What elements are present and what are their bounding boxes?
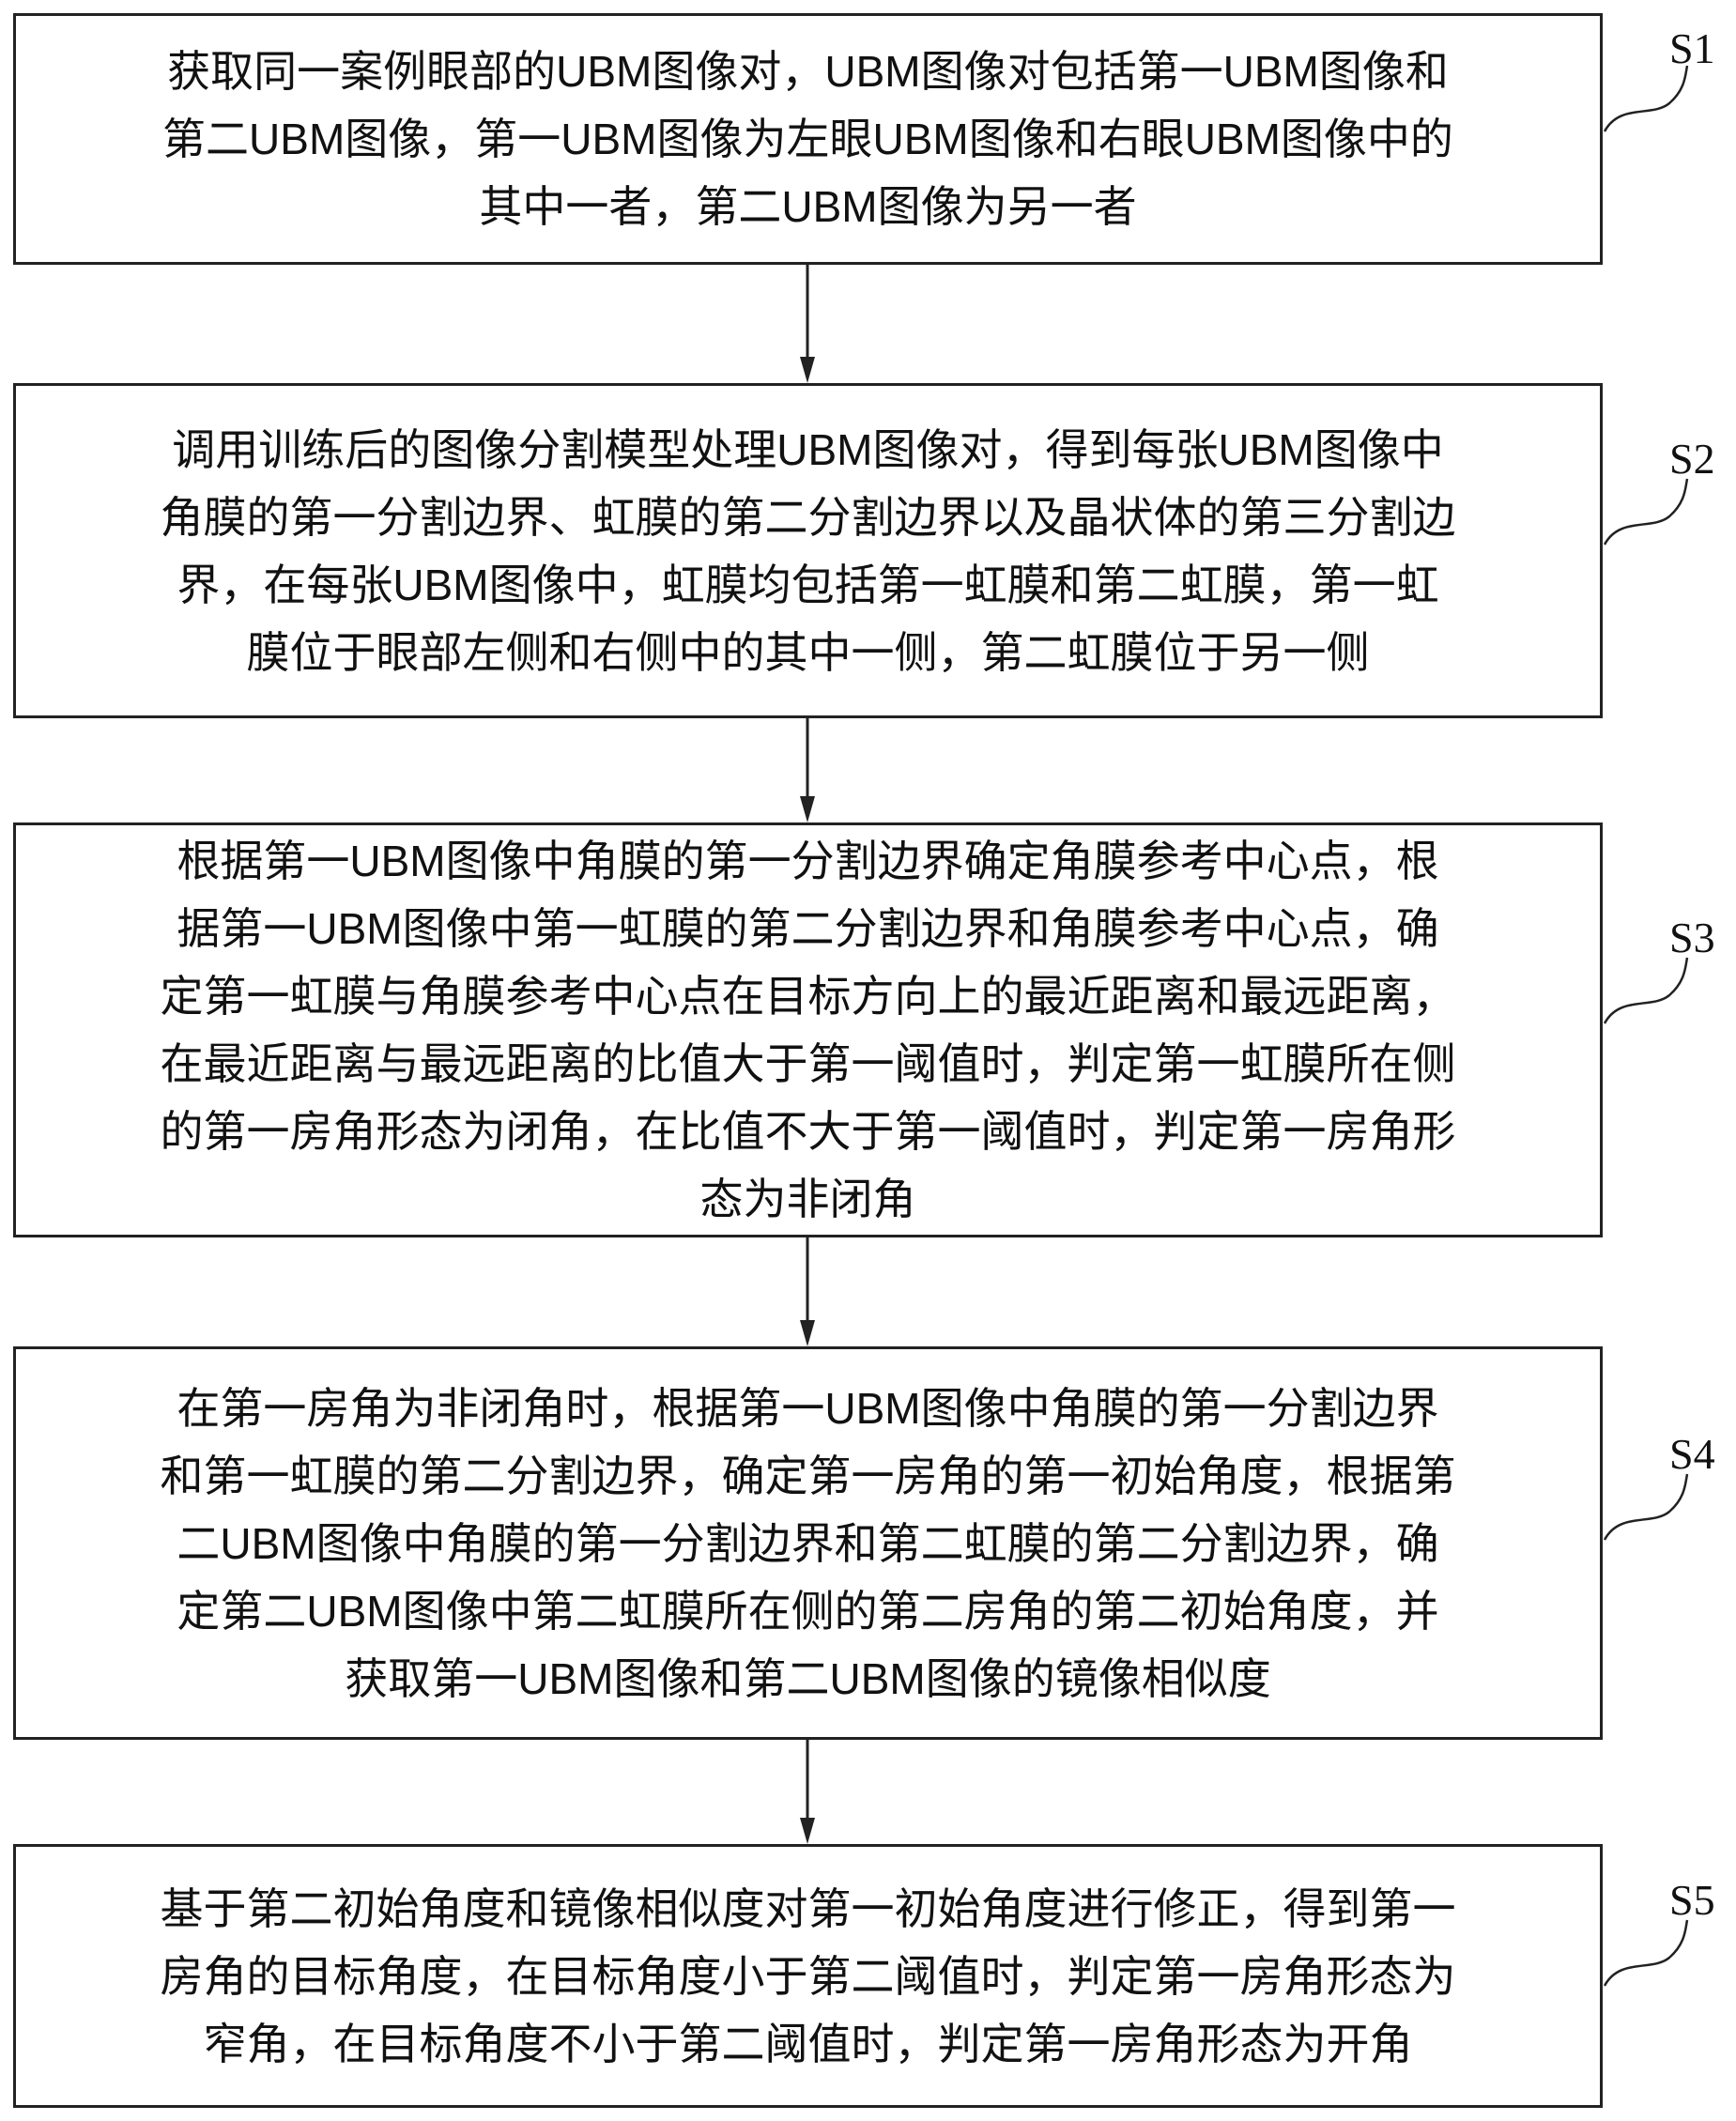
step-text-line: 调用训练后的图像分割模型处理UBM图像对，得到每张UBM图像中 xyxy=(172,424,1444,474)
step-text-line: 获取同一案例眼部的UBM图像对，UBM图像对包括第一UBM图像和 xyxy=(167,47,1449,96)
step-box-s2: 调用训练后的图像分割模型处理UBM图像对，得到每张UBM图像中 角膜的第一分割边… xyxy=(13,383,1603,718)
step-text-line: 在第一房角为非闭角时，根据第一UBM图像中角膜的第一分割边界 xyxy=(177,1383,1439,1433)
step-text-line: 据第一UBM图像中第一虹膜的第二分割边界和角膜参考中心点，确 xyxy=(177,904,1439,953)
arrow-s4-s5 xyxy=(800,1739,815,1844)
step-text-line: 房角的目标角度，在目标角度小于第二阈值时，判定第一房角形态为 xyxy=(160,1951,1456,2001)
step-text-line: 和第一虹膜的第二分割边界，确定第一房角的第一初始角度，根据第 xyxy=(160,1451,1456,1500)
arrow-s3-s4 xyxy=(800,1237,815,1346)
step-text-line: 态为非闭角 xyxy=(699,1175,916,1223)
leader-s3 xyxy=(1603,957,1689,1024)
step-box-s3: 根据第一UBM图像中角膜的第一分割边界确定角膜参考中心点，根 据第一UBM图像中… xyxy=(13,822,1603,1237)
step-label-s4: S4 xyxy=(1669,1430,1715,1478)
step-box-s1: 获取同一案例眼部的UBM图像对，UBM图像对包括第一UBM图像和 第二UBM图像… xyxy=(13,13,1603,265)
step-label-s3: S3 xyxy=(1669,914,1715,961)
step-label-s5: S5 xyxy=(1669,1876,1715,1924)
leader-s5 xyxy=(1603,1919,1689,1987)
step-text-line: 窄角，在目标角度不小于第二阈值时，判定第一房角形态为开角 xyxy=(203,2019,1413,2068)
leader-s1 xyxy=(1603,65,1689,132)
step-label-s1: S1 xyxy=(1669,24,1715,72)
leader-s4 xyxy=(1603,1473,1689,1541)
step-text-line: 二UBM图像中角膜的第一分割边界和第二虹膜的第二分割边界，确 xyxy=(177,1518,1439,1568)
step-text-line: 的第一房角形态为闭角，在比值不大于第一阈值时，判定第一房角形 xyxy=(160,1107,1456,1156)
step-text-line: 根据第一UBM图像中角膜的第一分割边界确定角膜参考中心点，根 xyxy=(177,837,1439,885)
arrow-s1-s2 xyxy=(800,264,815,383)
step-text-line: 定第二UBM图像中第二虹膜所在侧的第二房角的第二初始角度，并 xyxy=(177,1586,1439,1636)
step-text-line: 定第一虹膜与角膜参考中心点在目标方向上的最近距离和最远距离， xyxy=(160,972,1456,1021)
step-text-line: 在最近距离与最远距离的比值大于第一阈值时，判定第一虹膜所在侧 xyxy=(160,1039,1456,1088)
step-text-line: 角膜的第一分割边界、虹膜的第二分割边界以及晶状体的第三分割边 xyxy=(160,492,1456,542)
step-box-s5: 基于第二初始角度和镜像相似度对第一初始角度进行修正，得到第一 房角的目标角度，在… xyxy=(13,1844,1603,2108)
step-text-line: 其中一者，第二UBM图像为另一者 xyxy=(479,182,1137,231)
step-text-line: 界，在每张UBM图像中，虹膜均包括第一虹膜和第二虹膜，第一虹 xyxy=(177,560,1439,609)
step-text-line: 第二UBM图像，第一UBM图像为左眼UBM图像和右眼UBM图像中的 xyxy=(162,115,1453,163)
step-text-line: 膜位于眼部左侧和右侧中的其中一侧，第二虹膜位于另一侧 xyxy=(246,627,1370,677)
step-box-s4: 在第一房角为非闭角时，根据第一UBM图像中角膜的第一分割边界 和第一虹膜的第二分… xyxy=(13,1346,1603,1740)
step-label-s2: S2 xyxy=(1669,435,1715,483)
step-text-line: 获取第一UBM图像和第二UBM图像的镜像相似度 xyxy=(345,1653,1271,1703)
leader-s2 xyxy=(1603,478,1689,546)
arrow-s2-s3 xyxy=(800,717,815,822)
step-text-line: 基于第二初始角度和镜像相似度对第一初始角度进行修正，得到第一 xyxy=(160,1883,1456,1933)
